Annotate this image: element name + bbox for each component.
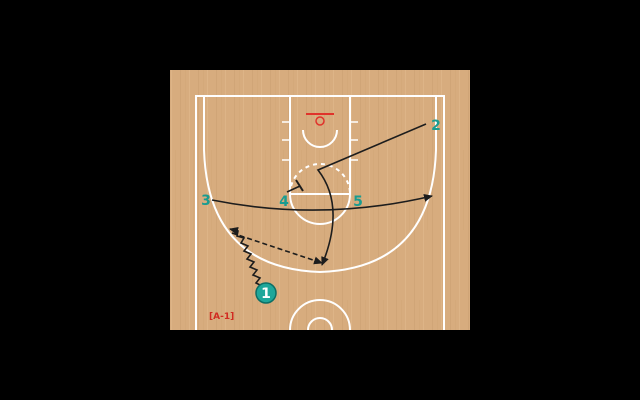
center-circle: [289, 299, 351, 331]
play-tag: [A-1]: [209, 312, 234, 322]
player-3-label: 3: [201, 193, 211, 209]
player-1-marker: [255, 282, 277, 304]
player-1: 1: [255, 282, 277, 304]
player-4-label: 4: [279, 194, 289, 210]
screen-line-player-4: [286, 185, 301, 193]
center-circle-inner: [307, 317, 333, 331]
cut-line-player-3: [211, 193, 433, 211]
dribble-line-player-1: [229, 227, 263, 287]
player-1-label: 1: [261, 286, 271, 302]
free-throw-circle-dashed: [289, 163, 351, 195]
player-2-label: 2: [431, 118, 441, 134]
key-lane: [289, 95, 351, 195]
court-lines: [195, 95, 445, 331]
restricted-area: [302, 129, 338, 148]
rim: [315, 116, 325, 126]
free-throw-circle: [289, 193, 351, 225]
screen-bar-player-4: [295, 179, 304, 192]
cut-line-player-2: [316, 123, 427, 266]
three-point-line: [203, 96, 437, 274]
player-5-label: 5: [353, 194, 363, 210]
play-actions: [211, 123, 433, 287]
